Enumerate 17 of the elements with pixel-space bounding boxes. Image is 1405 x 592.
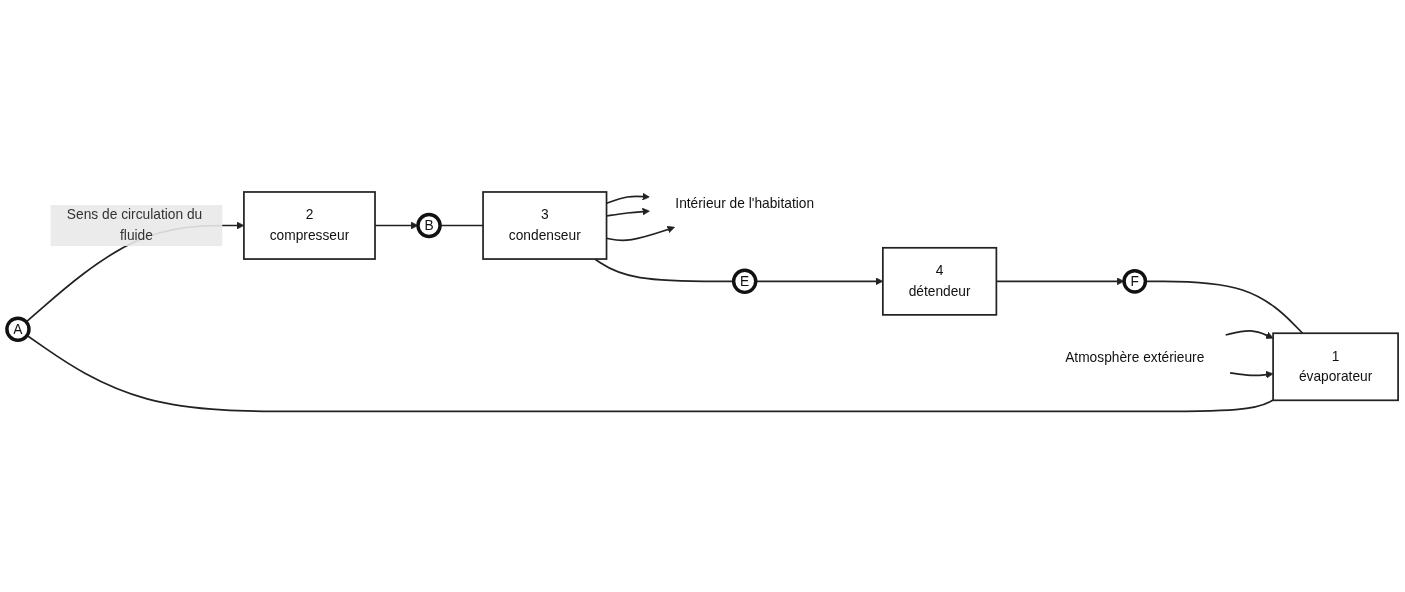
- connector: [439, 224, 484, 227]
- node-text: Atmosphère extérieure: [1065, 350, 1205, 365]
- arrow: [1229, 370, 1274, 379]
- connector: [26, 334, 1274, 413]
- node-circle: B: [416, 212, 442, 239]
- node-box: 1 évaporateur: [1272, 332, 1399, 401]
- node-circle: E: [731, 268, 758, 294]
- node-box: 3 condenseur: [482, 190, 608, 260]
- edge-label: Sens de circulation du fluide: [66, 207, 203, 243]
- node-text: Intérieur de l'habitation: [675, 196, 815, 211]
- connector: [1144, 280, 1304, 334]
- node-circle: A: [5, 316, 31, 342]
- connector: [593, 258, 735, 282]
- node-box: 2 compresseur: [243, 190, 376, 260]
- node-box: 4 détendeur: [882, 246, 998, 316]
- arrow: [1224, 329, 1274, 339]
- node-circle: F: [1122, 268, 1148, 294]
